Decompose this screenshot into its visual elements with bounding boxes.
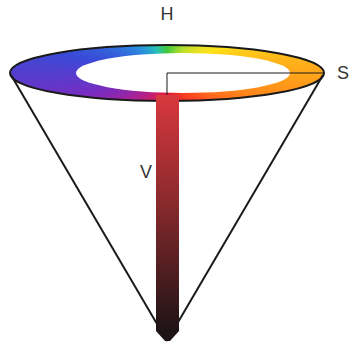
axis-label: V <box>140 163 152 181</box>
axis-label: S <box>337 64 349 82</box>
value-bar-tip <box>156 331 179 341</box>
cone-edge <box>167 75 323 341</box>
axis-label: H <box>161 5 174 23</box>
value-bar <box>156 95 179 331</box>
rim-outline <box>10 45 324 101</box>
radius-line <box>167 73 324 74</box>
cone-edge <box>11 75 167 341</box>
axis-line <box>167 73 168 95</box>
